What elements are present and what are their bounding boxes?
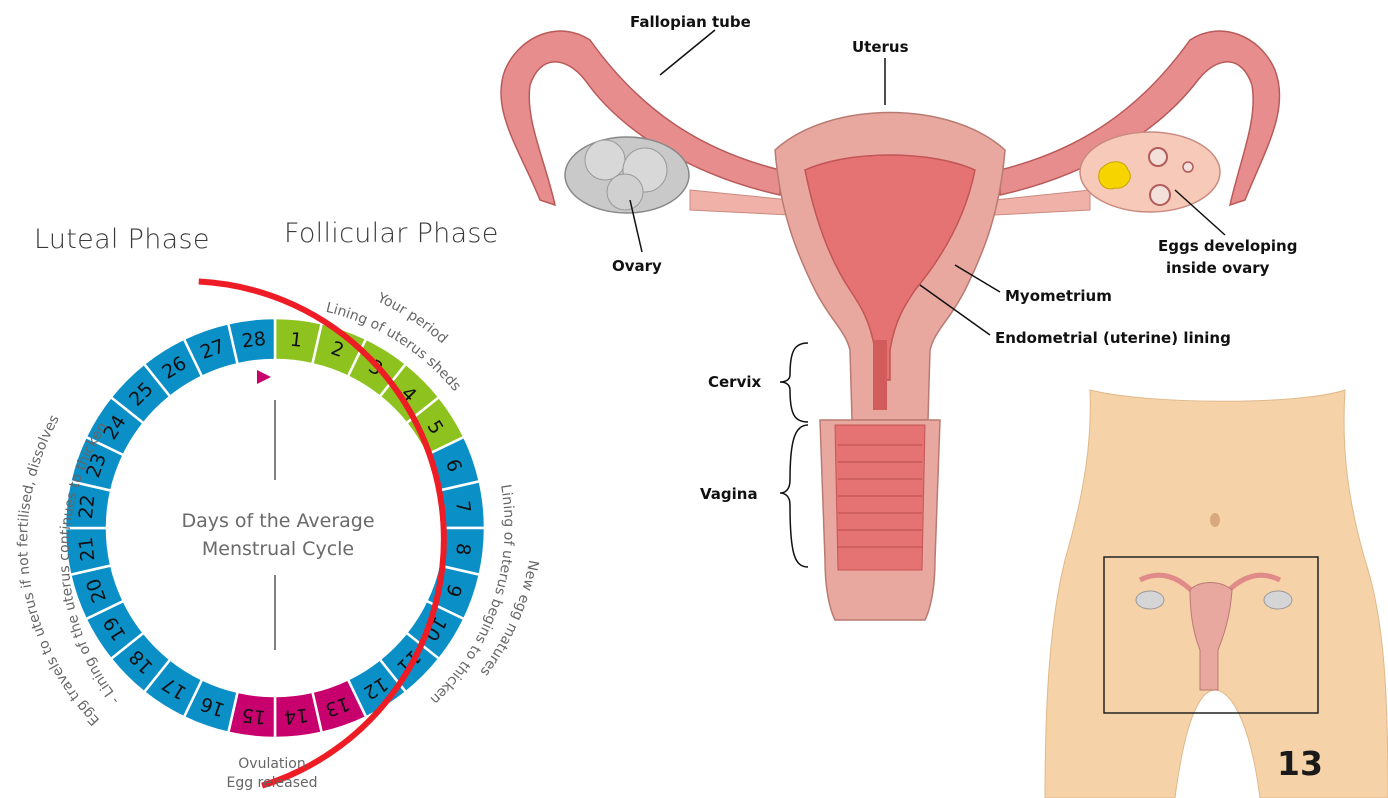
label-uterus: Uterus (852, 38, 909, 56)
page-number: 13 (1277, 744, 1323, 783)
label-cervix: Cervix (708, 373, 761, 391)
label-myometrium: Myometrium (1005, 287, 1112, 305)
bracket-cervix (780, 343, 808, 422)
label-vagina: Vagina (700, 485, 758, 503)
leader-fallopian (660, 30, 715, 75)
label-endometrial-lining: Endometrial (uterine) lining (995, 329, 1231, 347)
bracket-vagina (780, 425, 808, 567)
label-eggs-developing-line1: Eggs developing (1158, 237, 1297, 255)
egg-2 (1183, 162, 1193, 172)
navel (1210, 513, 1220, 527)
egg-3 (1150, 185, 1170, 205)
label-ovary: Ovary (612, 257, 662, 275)
label-eggs-developing-line2: inside ovary (1166, 259, 1269, 277)
egg-1 (1149, 148, 1167, 166)
label-fallopian-tube: Fallopian tube (630, 13, 751, 31)
